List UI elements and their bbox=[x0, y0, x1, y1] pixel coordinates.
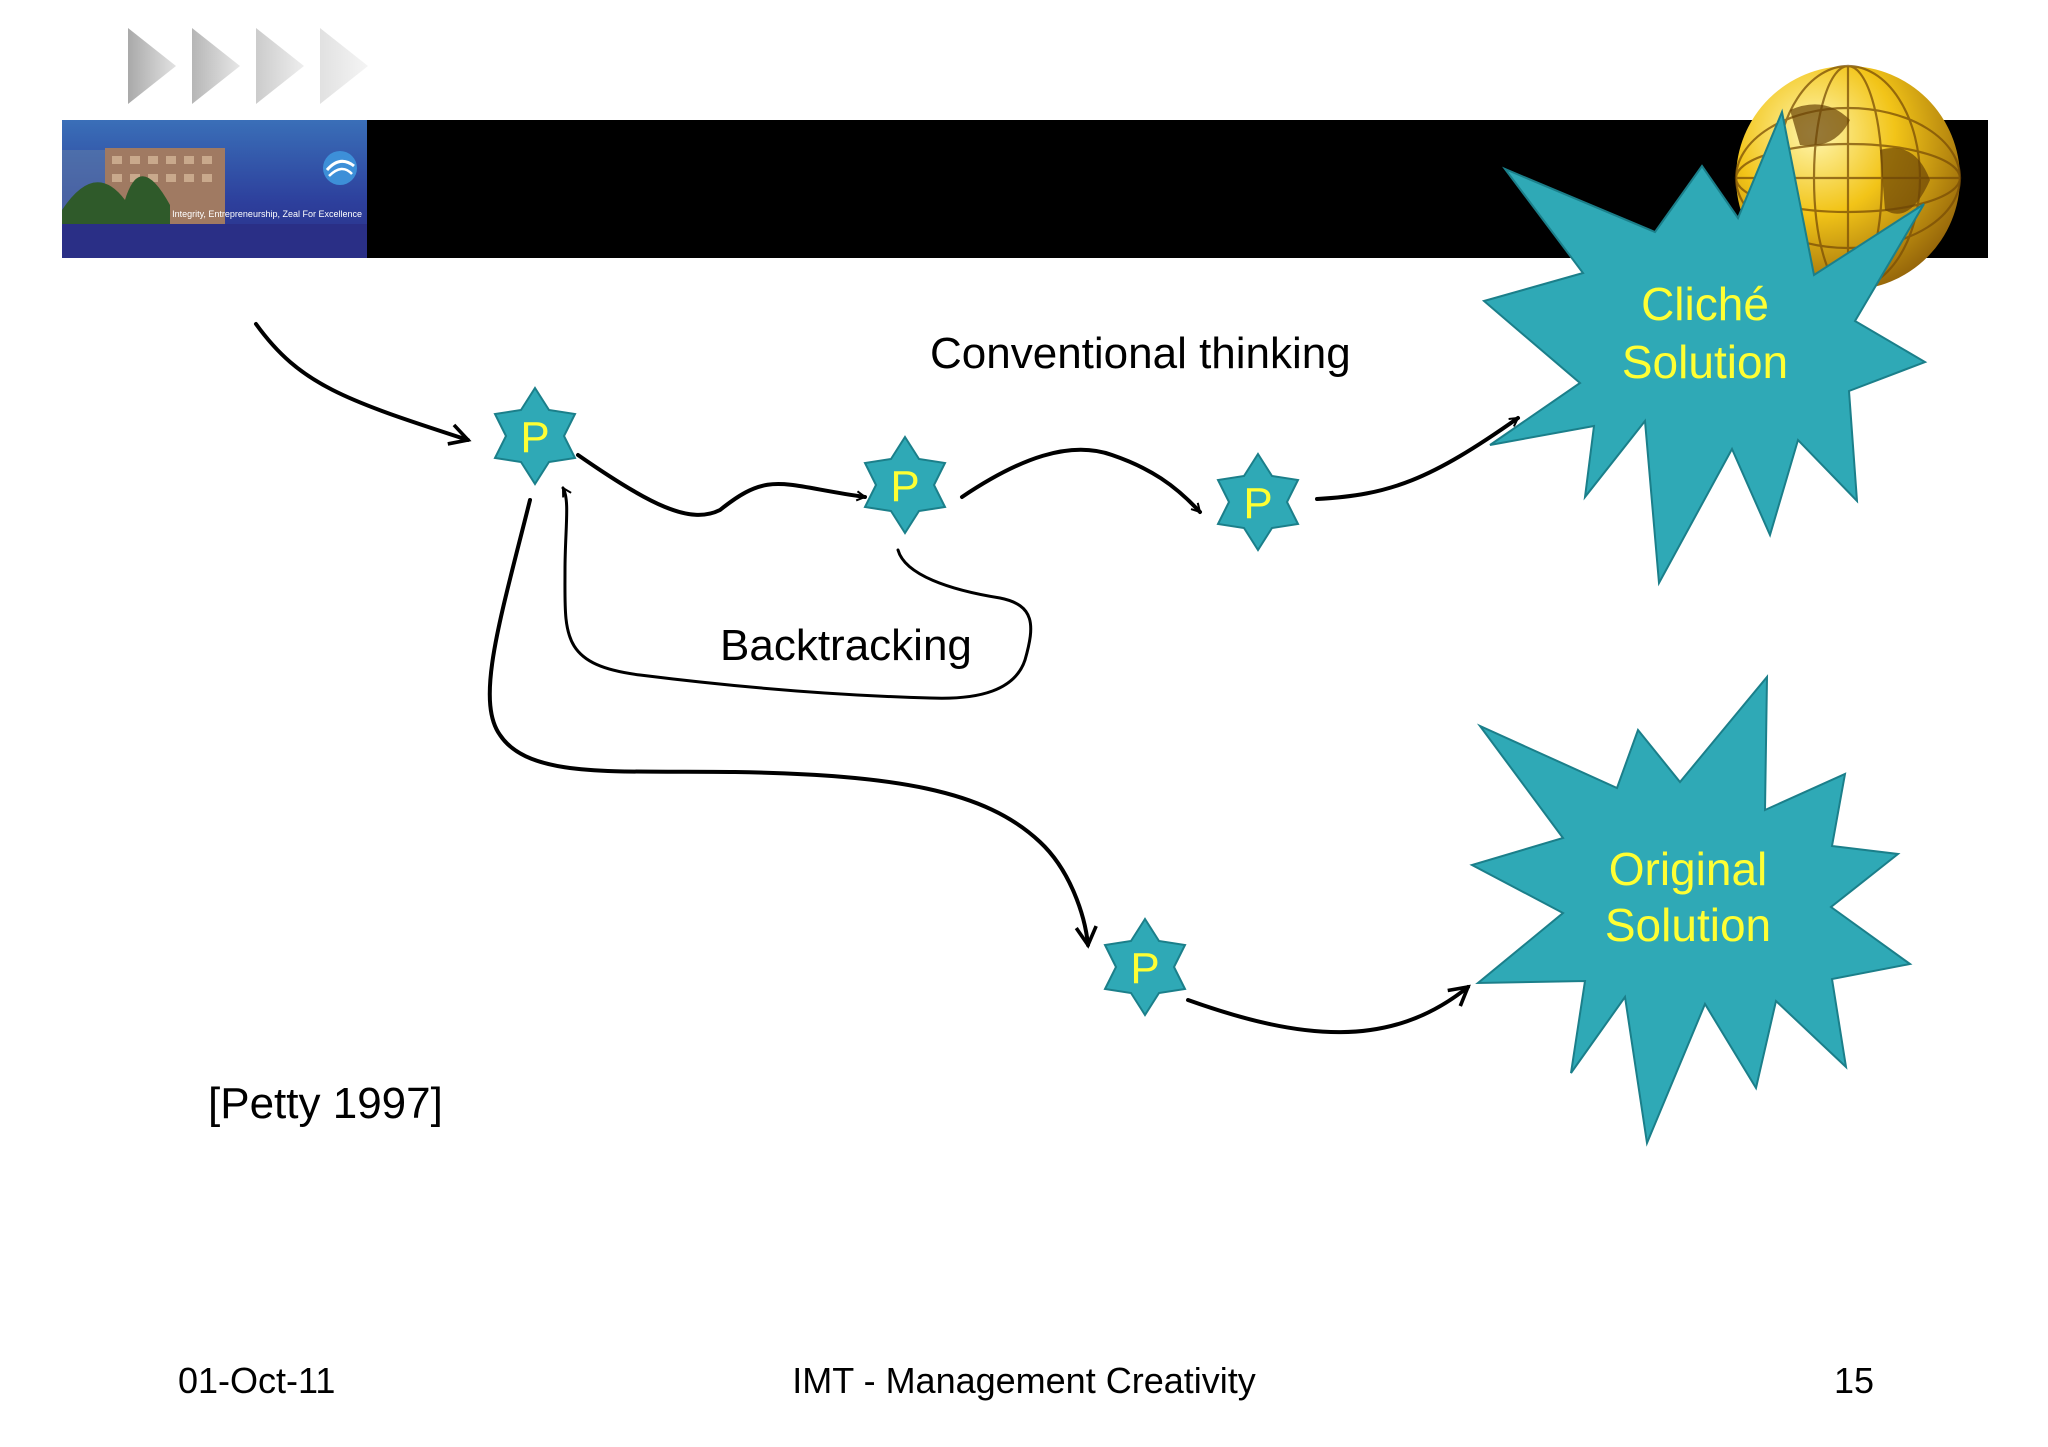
conventional-thinking-label: Conventional thinking bbox=[930, 329, 1351, 378]
backtracking-label: Backtracking bbox=[720, 621, 972, 670]
navigation-arrows-icon bbox=[128, 28, 368, 104]
process-node: P bbox=[863, 435, 947, 535]
cliche-label-line1: Cliché bbox=[1641, 278, 1769, 330]
citation: [Petty 1997] bbox=[208, 1079, 443, 1128]
process-node: P bbox=[1103, 917, 1187, 1017]
process-node: P bbox=[1216, 452, 1300, 552]
footer-page-number: 15 bbox=[1833, 1360, 1874, 1401]
lateral-path bbox=[487, 498, 1098, 949]
original-path bbox=[1186, 984, 1471, 1035]
institute-banner: Integrity, Entrepreneurship, Zeal For Ex… bbox=[62, 120, 367, 258]
original-solution-burst bbox=[1469, 674, 1913, 1147]
cliche-solution-burst bbox=[1481, 108, 1928, 587]
node-label: P bbox=[1130, 944, 1159, 993]
footer-date: 01-Oct-11 bbox=[178, 1360, 336, 1401]
node-label: P bbox=[520, 413, 549, 462]
process-node: P bbox=[493, 386, 577, 486]
entry-arrow bbox=[254, 322, 472, 446]
conventional-path-1 bbox=[576, 453, 865, 517]
institute-logo-icon bbox=[323, 151, 357, 185]
conventional-path-3 bbox=[1315, 416, 1520, 501]
banner-caption: Integrity, Entrepreneurship, Zeal For Ex… bbox=[172, 209, 362, 219]
node-label: P bbox=[1243, 479, 1272, 528]
cliche-label-line2: Solution bbox=[1622, 336, 1788, 388]
conventional-path-2 bbox=[960, 447, 1202, 514]
footer-title: IMT - Management Creativity bbox=[792, 1360, 1256, 1401]
node-label: P bbox=[890, 462, 919, 511]
backtracking-loop bbox=[561, 488, 1033, 700]
original-label-line2: Solution bbox=[1605, 899, 1771, 951]
original-label-line1: Original bbox=[1609, 843, 1768, 895]
